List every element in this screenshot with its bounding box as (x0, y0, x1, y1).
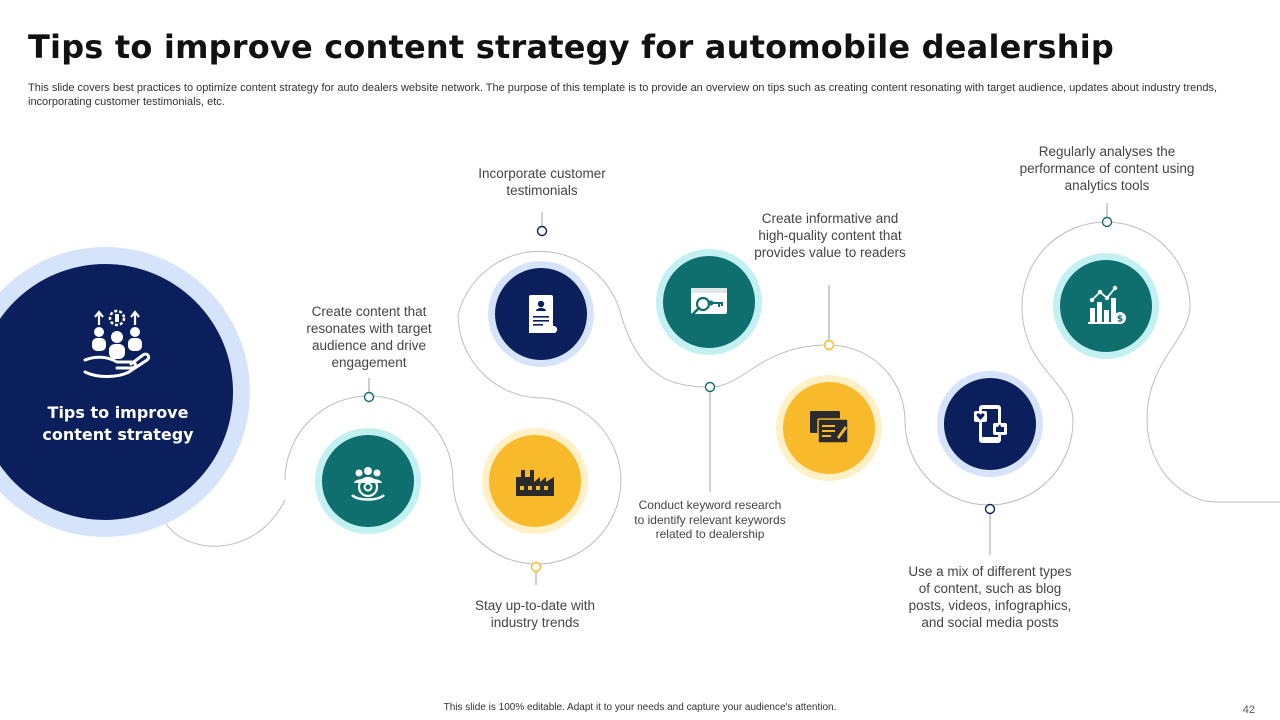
hub-circle (0, 247, 250, 537)
tip-7-label: Regularly analyses the performance of co… (1019, 144, 1195, 193)
footer-note: This slide is 100% editable. Adapt it to… (443, 702, 837, 713)
factory-icon (516, 470, 554, 496)
tip-1-label: Create content that resonates with targe… (306, 304, 432, 370)
analytics-chart-icon: $ (1088, 285, 1126, 325)
svg-text:$: $ (1117, 315, 1123, 325)
content-blocks-icon (810, 411, 849, 444)
tip-4-label: Conduct keyword research to identify rel… (634, 498, 786, 541)
tip-7-circle (1053, 253, 1159, 359)
slide-subtitle: This slide covers best practices to opti… (28, 82, 1218, 108)
keyword-search-icon (691, 288, 727, 316)
hub-label: Tips to improve content strategy (42, 403, 194, 444)
tip-2-circle (482, 428, 588, 534)
social-media-phone-icon (974, 405, 1007, 443)
team-growth-hand-icon (83, 309, 151, 378)
tip-6-label: Use a mix of different types of content,… (908, 564, 1072, 630)
tip-ring-3 (457, 250, 622, 481)
page-number: 42 (1242, 704, 1255, 716)
tip-2-label: Stay up-to-date with industry trends (474, 598, 596, 630)
slide-title: Tips to improve content strategy for aut… (28, 28, 1115, 66)
tip-ring-5 (828, 344, 906, 422)
tip-3-label: Incorporate customer testimonials (478, 166, 606, 198)
tip-5-label: Create informative and high-quality cont… (754, 211, 906, 260)
tip-ring-7 (1021, 221, 1280, 503)
audience-target-icon (351, 467, 385, 501)
connector-path (164, 499, 286, 547)
testimonial-document-icon (529, 295, 558, 333)
